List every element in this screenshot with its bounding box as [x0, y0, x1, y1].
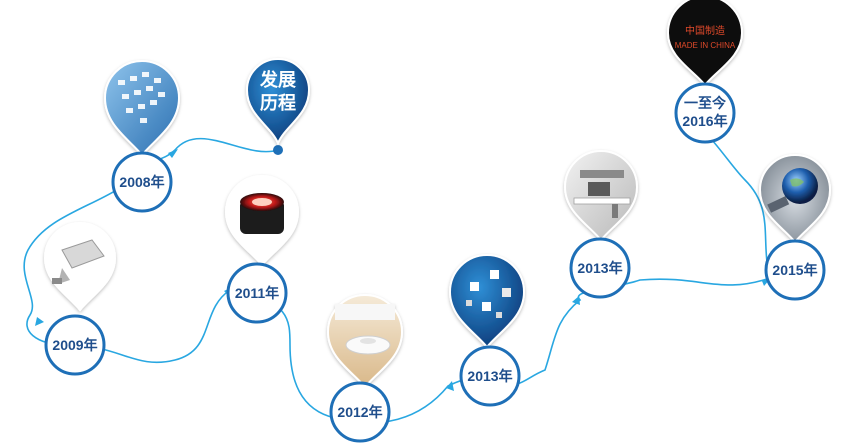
pin-2013-a — [448, 254, 526, 349]
earth-picture — [767, 168, 818, 213]
milestone-label-2016-line2: 2016年 — [682, 113, 727, 129]
milestone-2015: 2015年 — [764, 239, 826, 301]
milestone-label-2013-b: 2013年 — [577, 260, 622, 276]
pin-2015 — [758, 154, 832, 244]
milestone-label-2012: 2012年 — [337, 404, 382, 420]
street-light-picture — [52, 239, 105, 284]
arrow-head-2009 — [35, 317, 44, 326]
components-picture — [466, 270, 511, 318]
arrow-head-2013b — [572, 296, 580, 305]
robot-vacuum-picture — [335, 304, 395, 355]
milestone-label-2015: 2015年 — [772, 262, 817, 278]
milestone-2016: 一至今 2016年 — [674, 82, 736, 144]
office-picture — [573, 170, 631, 218]
start-dot — [273, 145, 283, 155]
ring-light-picture — [240, 193, 284, 234]
milestone-2008: 2008年 — [111, 151, 173, 213]
pin-2008 — [103, 60, 181, 157]
milestone-2011: 2011年 — [226, 262, 288, 324]
milestone-2013-b: 2013年 — [569, 237, 631, 299]
milestone-label-2013-a: 2013年 — [467, 368, 512, 384]
pin-2009 — [43, 222, 117, 312]
milestone-label-2016-line1: 一至今 — [684, 95, 726, 111]
milestone-2013-a: 2013年 — [459, 345, 521, 407]
pin-2013-b — [563, 150, 639, 242]
title-pin: 发展 历程 — [245, 58, 311, 146]
title-line-2: 历程 — [260, 93, 296, 114]
pin-2012 — [326, 294, 404, 389]
milestone-label-2008: 2008年 — [119, 174, 164, 190]
milestone-label-2011: 2011年 — [235, 285, 279, 301]
title-line-1: 发展 — [259, 69, 297, 91]
milestone-2012: 2012年 — [329, 381, 391, 443]
pin-2016: 中国制造 MADE IN CHINA — [666, 0, 744, 87]
chips-picture — [118, 72, 165, 123]
arrow-head-2008 — [168, 149, 178, 158]
badge-cn-text: 中国制造 — [685, 24, 725, 37]
milestone-2009: 2009年 — [44, 314, 106, 376]
pin-2011 — [224, 175, 300, 267]
arrow-head-2013a — [446, 381, 454, 391]
timeline-path — [23, 137, 771, 424]
milestone-label-2009: 2009年 — [52, 337, 97, 353]
badge-en-text: MADE IN CHINA — [675, 41, 736, 50]
